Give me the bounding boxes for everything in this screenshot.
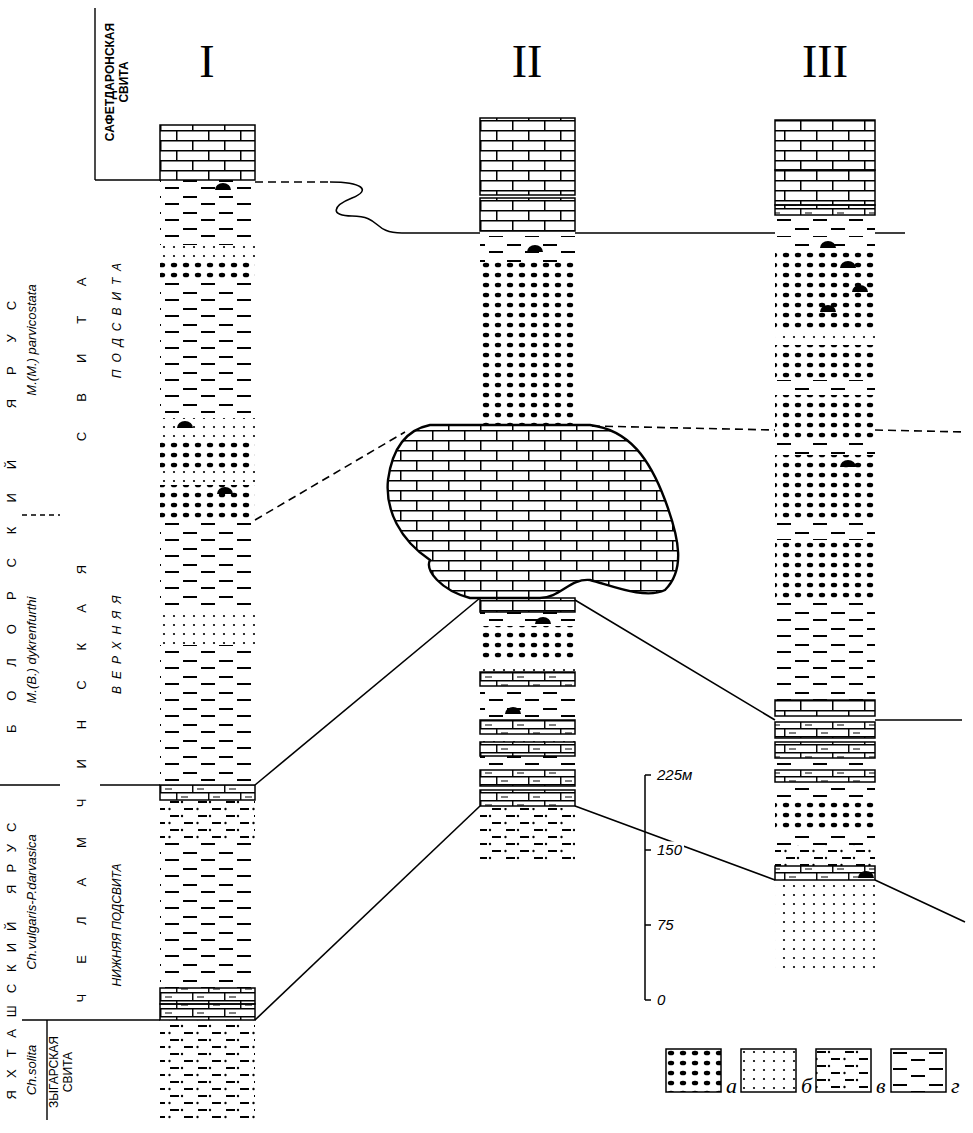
scale-bar (645, 775, 651, 1000)
column-two (388, 118, 679, 860)
formation-name: САФЕТДАРОНСКАЯ СВИТА (104, 12, 132, 152)
legend-text: г (951, 1074, 960, 1098)
column-number: III (802, 36, 848, 89)
legend-item: а (665, 1048, 739, 1094)
legend-item: г (890, 1048, 964, 1094)
legend-text: в (876, 1074, 886, 1098)
correlation-lines (255, 182, 966, 1020)
subformation-name: НИЖНЯЯ ПОДСВИТА (111, 864, 125, 987)
column-one (160, 125, 255, 1120)
coquina-symbols (177, 183, 874, 878)
column-three (775, 120, 875, 975)
stage-name: ЯХТАШСКИЙ ЯРУС (5, 811, 20, 1100)
column-number: I (199, 36, 214, 89)
column-number: II (512, 36, 543, 89)
scale-value: 150 (655, 841, 684, 858)
legend-item: в (815, 1048, 889, 1094)
zone-name: Ch.vulgaris-P.darvasica (25, 834, 40, 970)
scale-value: 75 (655, 916, 676, 933)
formation-name: ЧЕЛАМЧИНСКАЯ СВИТА (75, 248, 90, 1003)
legend-swatch (890, 1048, 948, 1094)
scale-value: 225м (655, 766, 694, 783)
zone-name: Ch.solita (25, 1045, 40, 1096)
header-lines (0, 8, 160, 1120)
legend-text: а (726, 1074, 737, 1098)
subformation-name: ВЕРХНЯЯ ПОДСВИТА (111, 256, 125, 694)
legend-swatch (815, 1048, 873, 1094)
legend-item: б (740, 1048, 814, 1094)
stage-name: БОЛОРСКИЙ ЯРУС (5, 277, 20, 733)
zone-name: M.(B.) dykrenfurthi (25, 597, 40, 704)
scale-value: 0 (655, 991, 667, 1008)
legend-text: б (801, 1074, 812, 1098)
legend-swatch (740, 1048, 798, 1094)
legend-swatch (665, 1048, 723, 1094)
zone-name: M.(M.) parvicostata (25, 284, 40, 395)
formation-name: ЗЫГАРСКАЯ СВИТА (48, 1027, 76, 1117)
